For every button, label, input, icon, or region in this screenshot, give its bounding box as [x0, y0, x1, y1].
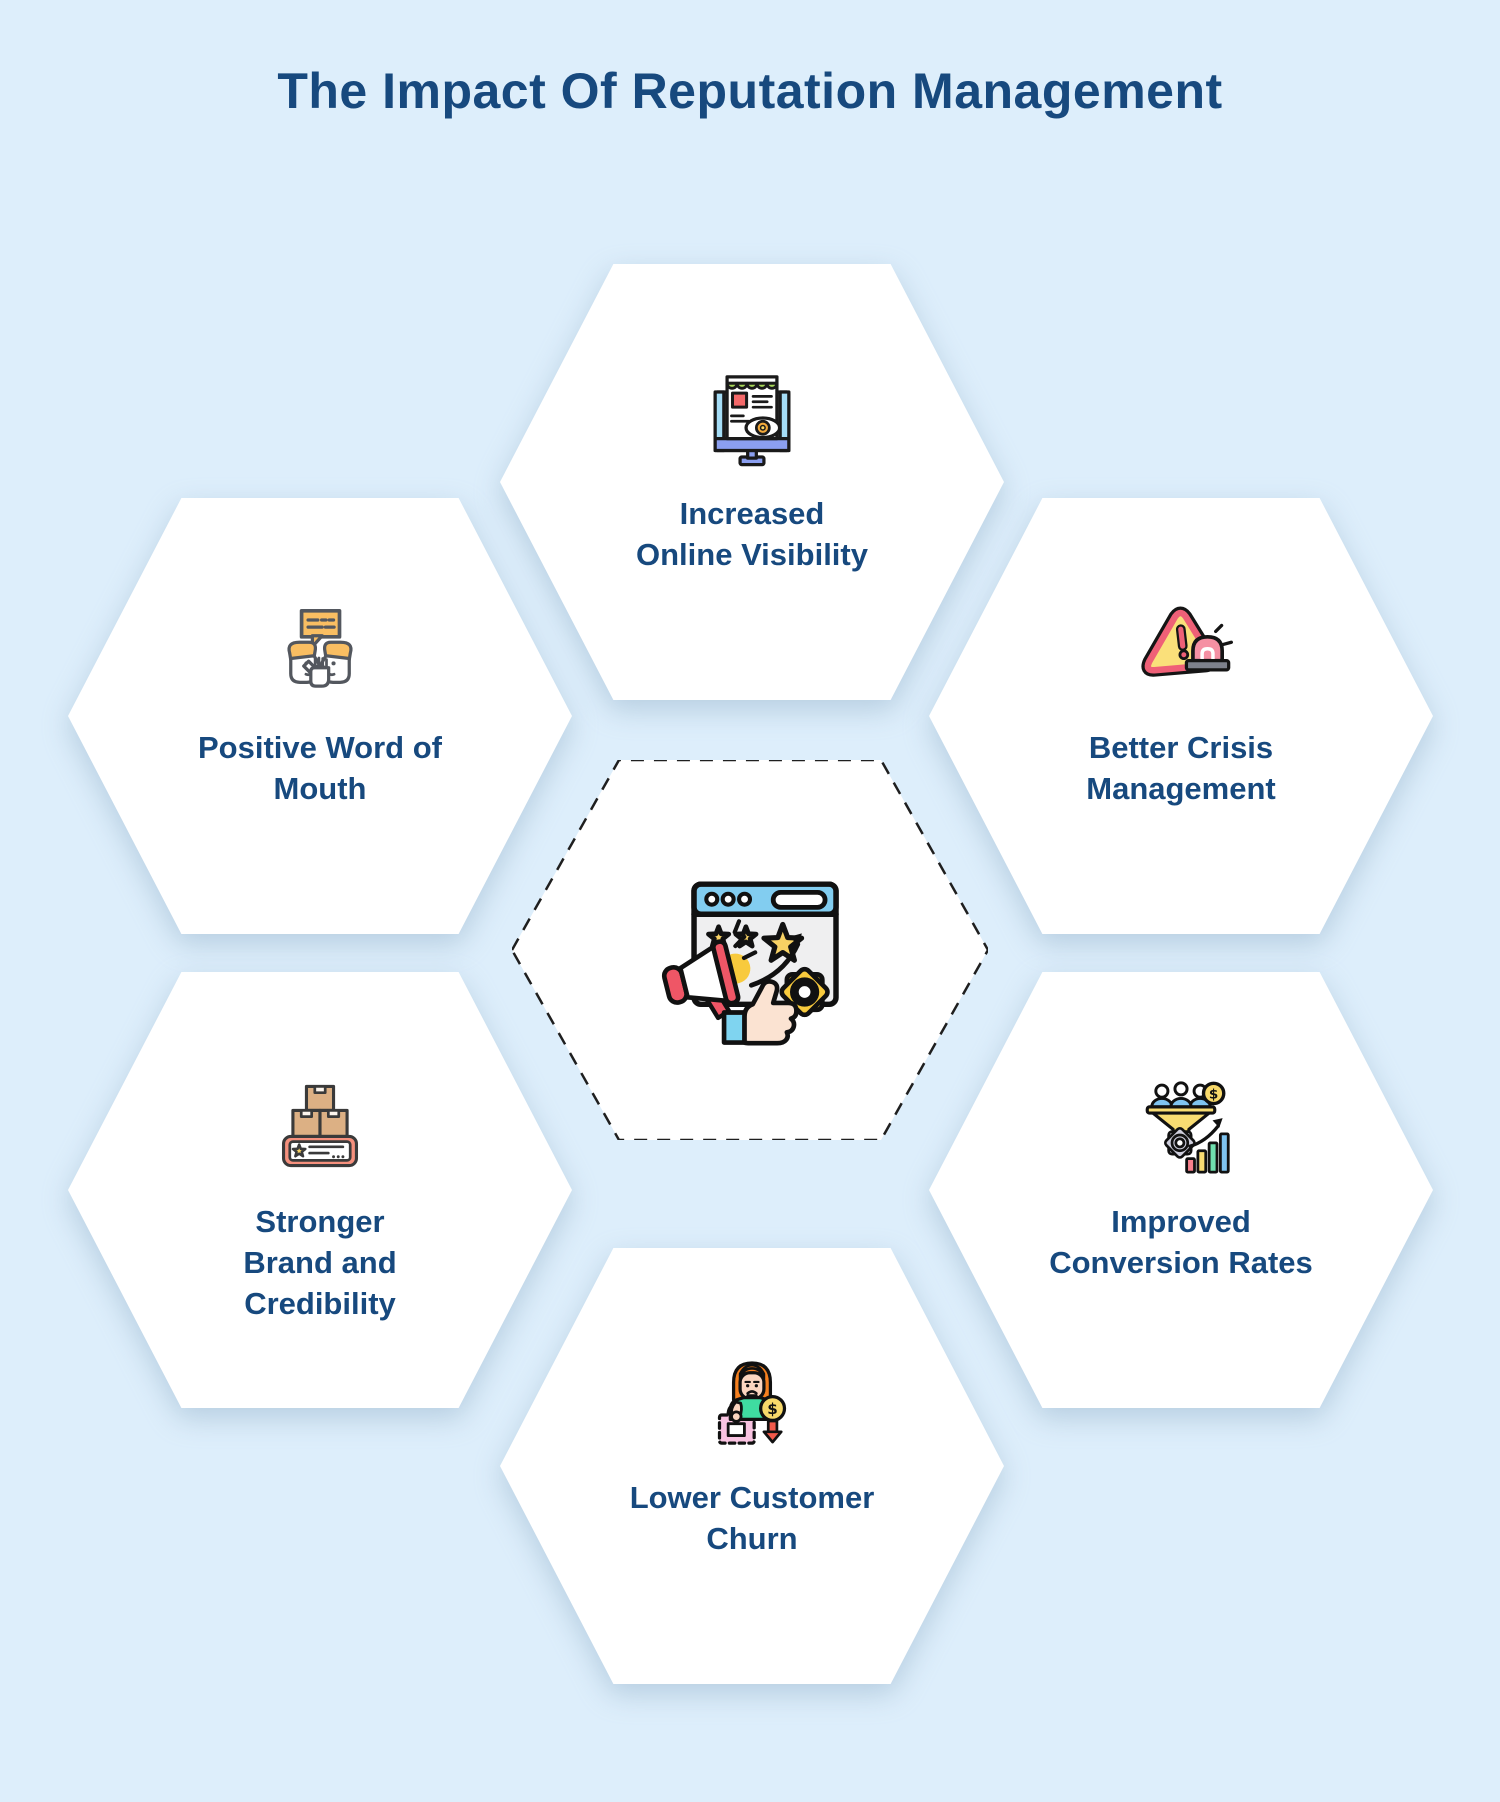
hex-label: Increased Online Visibility [636, 496, 868, 572]
unhappy-customer-churn-icon: $ [700, 1352, 804, 1452]
hex-lower-customer-churn: $ Lower Customer Churn [500, 1248, 1004, 1684]
svg-text:$: $ [767, 1400, 778, 1418]
hexagon-tile: $ Improved Conve [929, 972, 1433, 1408]
reputation-dashboard-icon [648, 876, 853, 1048]
hexagon-tile: Stronger Brand and Credibility [68, 972, 572, 1408]
hex-label: Better Crisis Management [1086, 730, 1276, 806]
hexagon-tile: Better Crisis Management [929, 498, 1433, 934]
hex-label: Lower Customer Churn [629, 1480, 875, 1556]
hexagon-tile: $ Lower Customer Churn [500, 1248, 1004, 1684]
warning-siren-icon [1129, 602, 1233, 702]
hexagon-tile: Positive Word of Mouth [68, 498, 572, 934]
conversion-funnel-chart-icon: $ [1127, 1076, 1235, 1176]
people-conversation-icon [268, 602, 372, 702]
svg-text:$: $ [1209, 1086, 1218, 1102]
boxes-certificate-icon [270, 1076, 370, 1176]
hex-positive-word-of-mouth: Positive Word of Mouth [68, 498, 572, 934]
page-title: The Impact Of Reputation Management [277, 63, 1223, 119]
hex-stronger-brand-credibility: Stronger Brand and Credibility [68, 972, 572, 1408]
hex-better-crisis-management: Better Crisis Management [929, 498, 1433, 934]
storefront-monitor-eye-icon [700, 368, 804, 468]
center-hexagon [512, 760, 988, 1140]
hexagon-tile: Increased Online Visibility [500, 264, 1004, 700]
hex-label: Improved Conversion Rates [1049, 1204, 1313, 1280]
hex-increased-online-visibility: Increased Online Visibility [500, 264, 1004, 700]
hex-label: Positive Word of Mouth [197, 730, 442, 806]
hex-improved-conversion-rates: $ Improved Conve [929, 972, 1433, 1408]
hex-label: Stronger Brand and Credibility [243, 1204, 397, 1321]
